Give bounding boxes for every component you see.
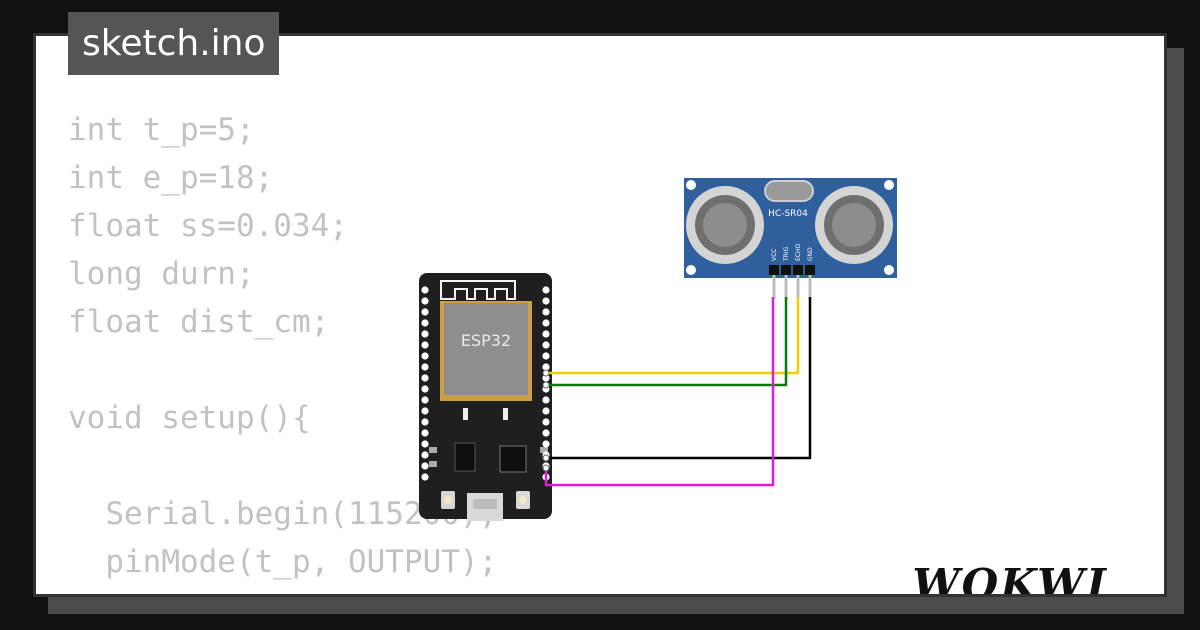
code-line: int t_p=5; [68, 112, 255, 148]
file-tab[interactable]: sketch.ino [68, 12, 280, 75]
pin-label-vcc: VCC [771, 249, 778, 261]
circuit-diagram: ESP32 [419, 178, 897, 521]
wire-trig[interactable] [546, 297, 788, 387]
hc-sr04-sensor[interactable]: HC-SR04 VCC TRIG ECHO GND [684, 178, 897, 299]
esp32-label: ESP32 [461, 331, 511, 350]
pin-label-trig: TRIG [783, 246, 790, 262]
code-line: int e_p=18; [68, 160, 274, 196]
sensor-label: HC-SR04 [768, 209, 808, 219]
pin-label-gnd: GND [807, 247, 814, 261]
code-editor: int t_p=5;int e_p=18;float ss=0.034; long… [68, 106, 498, 594]
code-line: pinMode(t_p, OUTPUT); [68, 544, 498, 580]
code-line: float dist_cm; [68, 304, 330, 340]
esp32-board[interactable]: ESP32 [419, 273, 552, 521]
wire-echo[interactable] [546, 297, 800, 375]
preview-card: int t_p=5;int e_p=18;float ss=0.034; long… [33, 33, 1167, 597]
code-line: long durn; [68, 256, 255, 292]
wokwi-logo: WOKWI [912, 560, 1108, 597]
code-line: float ss=0.034; [68, 208, 348, 244]
code-line: void setup(){ [68, 400, 311, 436]
wire-gnd[interactable] [546, 297, 812, 460]
code-line: pinMode(e_p, INPUT); [68, 586, 497, 594]
wire-vcc[interactable] [544, 297, 775, 487]
pin-label-echo: ECHO [795, 244, 802, 261]
